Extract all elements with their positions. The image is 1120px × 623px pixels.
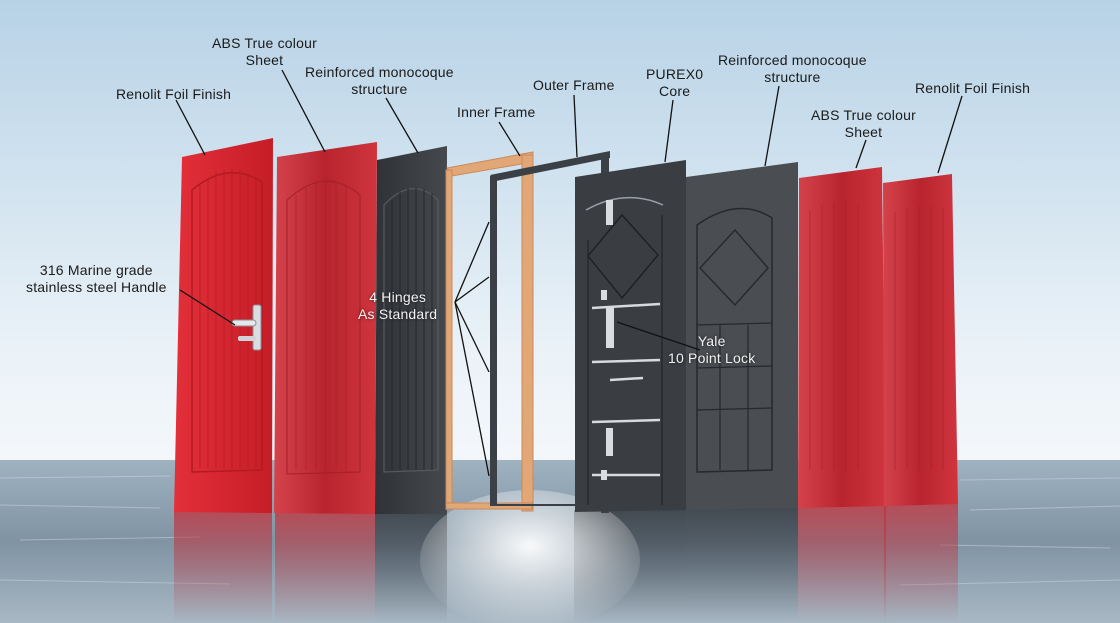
renolit-foil-door-right [883, 174, 958, 506]
label-inner-frame: Inner Frame [457, 104, 536, 120]
yale-lock-bolts [601, 200, 614, 480]
label-renolit-foil-left: Renolit Foil Finish [116, 86, 232, 102]
label-monocoque-right: Reinforced monocoque structure [718, 52, 867, 85]
label-handle: 316 Marine grade stainless steel Handle [26, 262, 167, 295]
label-abs-sheet-right: ABS True colour Sheet [811, 107, 916, 140]
label-monocoque-left: Reinforced monocoque structure [305, 64, 454, 97]
abs-colour-sheet-left [274, 142, 377, 514]
label-outer-frame: Outer Frame [533, 77, 615, 93]
label-abs-sheet-left: ABS True colour Sheet [212, 35, 317, 68]
purex0-core [575, 160, 686, 512]
label-purex0-core: PUREX0 Core [646, 66, 704, 99]
monocoque-structure-right [686, 162, 798, 510]
callout-lines [175, 69, 963, 477]
label-yale-lock: Yale 10 Point Lock [668, 333, 756, 366]
label-hinges: 4 Hinges As Standard [358, 289, 438, 322]
door-reflections [174, 490, 958, 623]
label-renolit-foil-right: Renolit Foil Finish [915, 80, 1031, 96]
monocoque-structure-left [375, 146, 447, 514]
abs-colour-sheet-right [798, 167, 886, 508]
stainless-steel-handle [231, 304, 262, 351]
inner-frame [445, 151, 534, 512]
renolit-foil-door-left [174, 138, 273, 513]
